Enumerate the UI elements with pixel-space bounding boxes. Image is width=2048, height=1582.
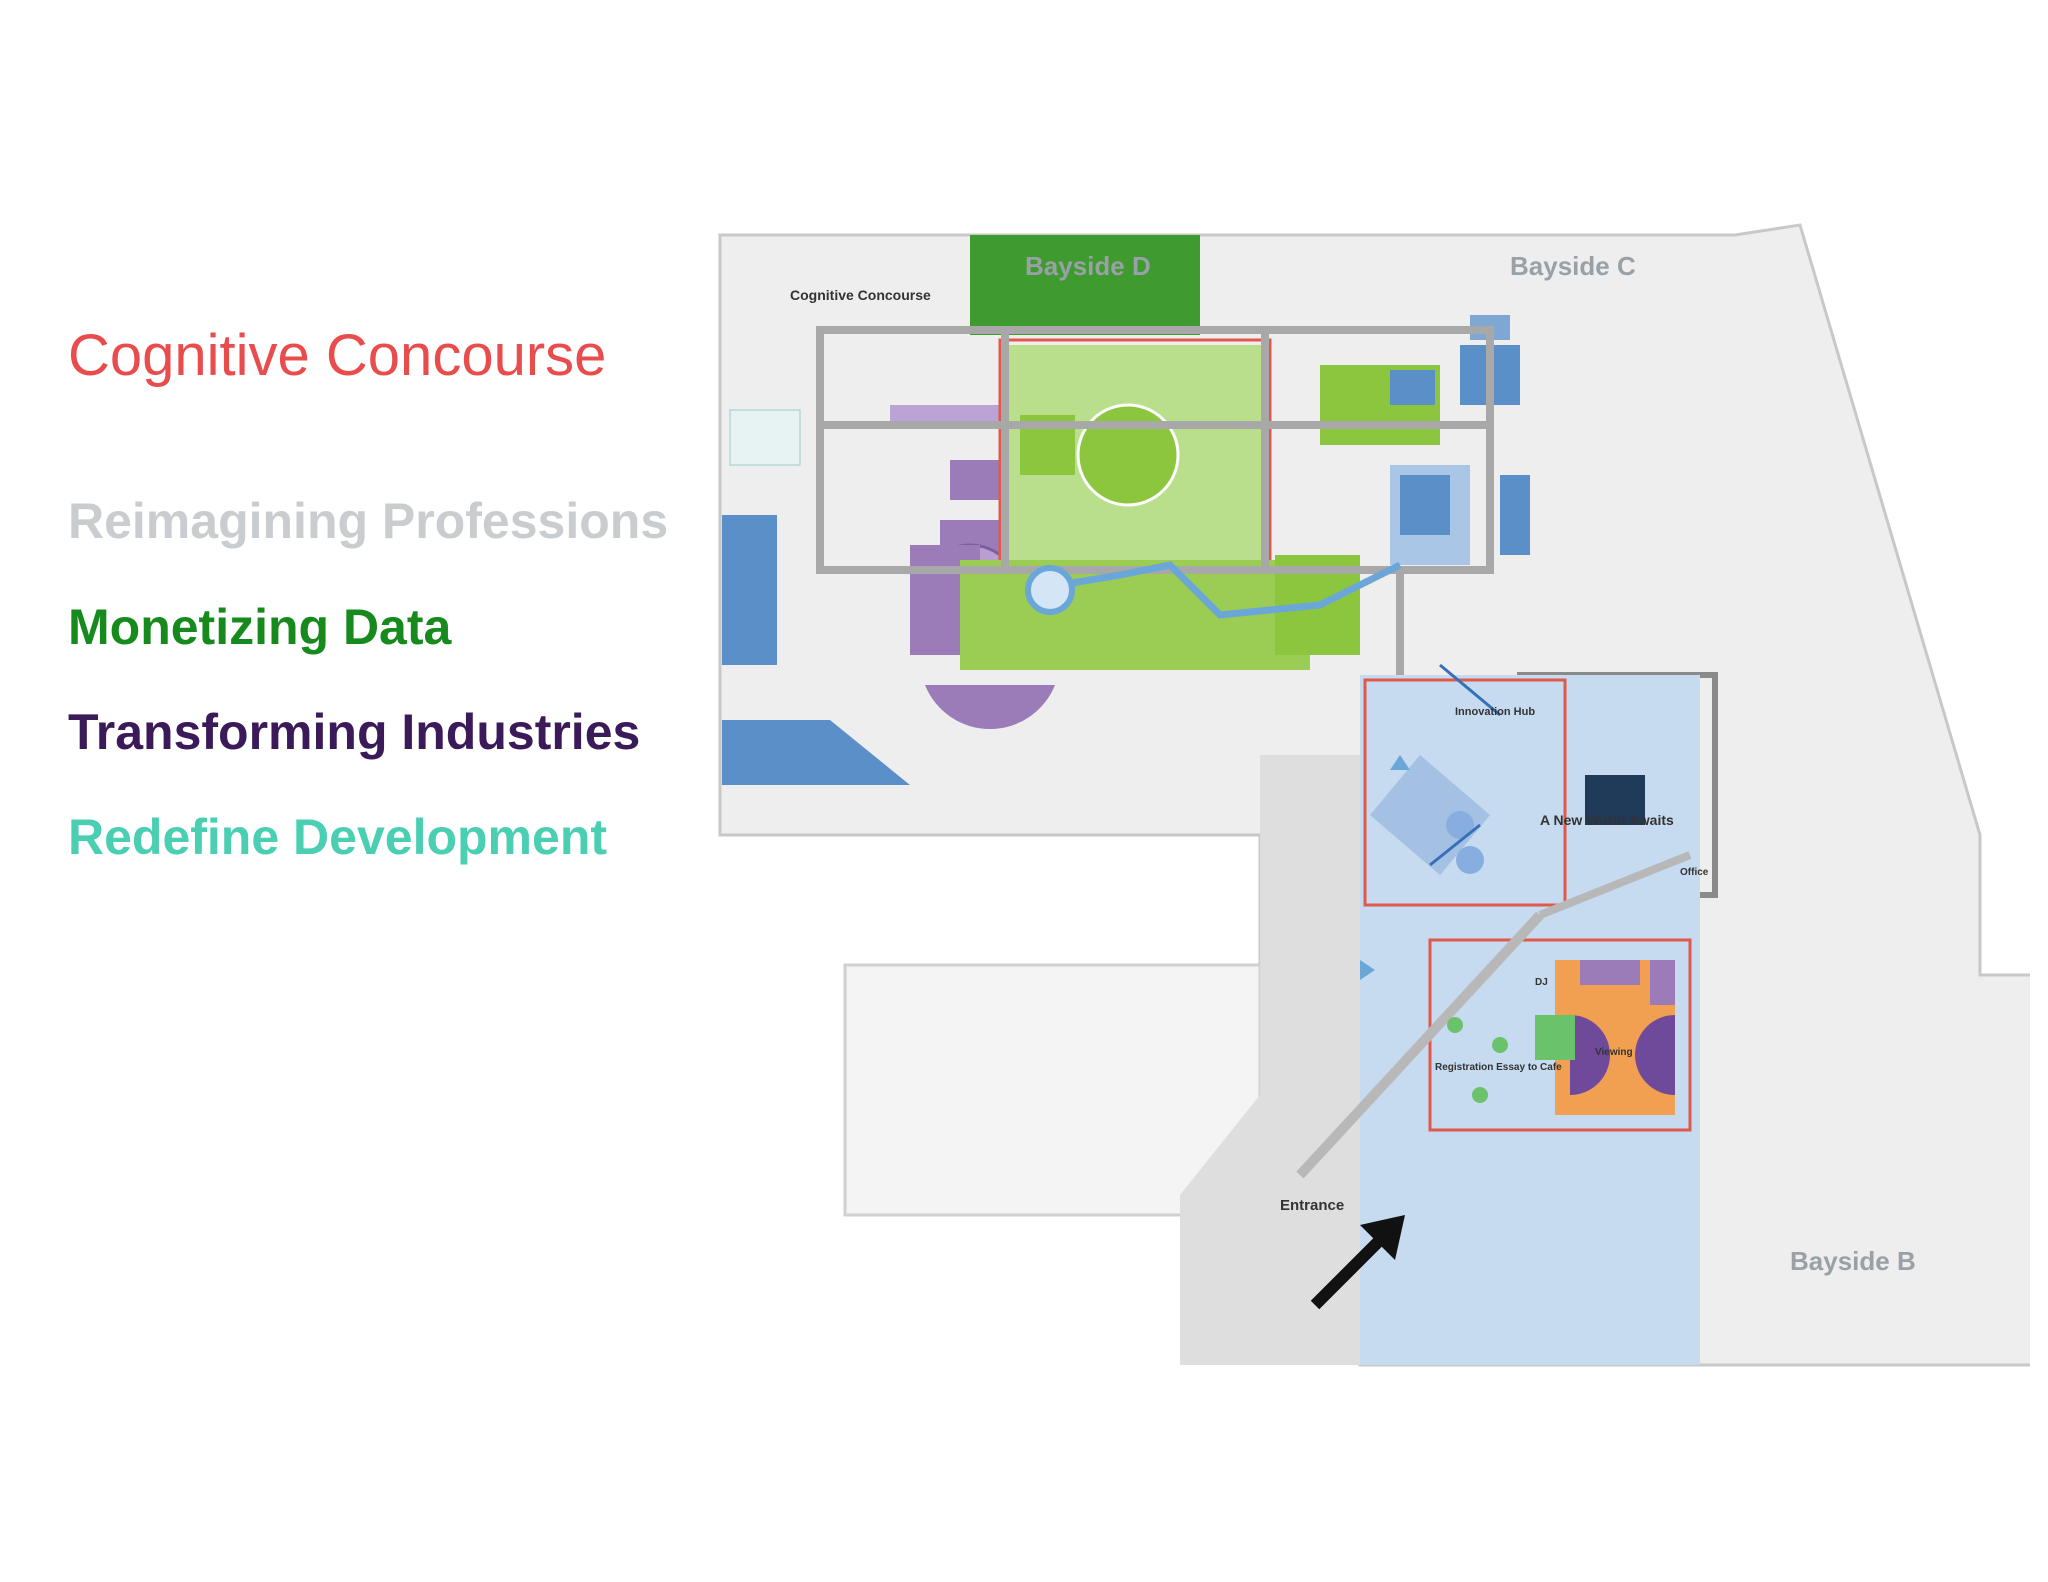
label-bayside-d: Bayside D bbox=[1025, 251, 1151, 281]
label-bayside-c: Bayside C bbox=[1510, 251, 1636, 281]
viewing-zone bbox=[1296, 851, 1692, 1179]
label-dj: DJ bbox=[1535, 977, 1548, 988]
legend-item-reimagining-professions: Reimagining Professions bbox=[68, 493, 669, 549]
label-office: Office bbox=[1680, 867, 1709, 878]
label-innovation-hub: Innovation Hub bbox=[1455, 706, 1535, 718]
round-booth-blue bbox=[1025, 565, 1075, 615]
direction-arrow-icon bbox=[1360, 755, 1410, 980]
label-registration: Registration Essay to Cafe bbox=[1435, 1062, 1562, 1073]
label-entrance: Entrance bbox=[1280, 1197, 1344, 1214]
label-cognitive-concourse: Cognitive Concourse bbox=[790, 287, 931, 303]
legend-item-transforming-industries: Transforming Industries bbox=[68, 704, 641, 760]
label-viewing: Viewing bbox=[1595, 1047, 1633, 1058]
floor-plan-map: Bayside D Bayside C Bayside B Cognitive … bbox=[718, 223, 2030, 1367]
legend-item-monetizing-data: Monetizing Data bbox=[68, 599, 452, 655]
legend-item-redefine-development: Redefine Development bbox=[68, 809, 608, 865]
label-new-world: A New World Awaits bbox=[1540, 812, 1674, 828]
entrance-arrow-icon bbox=[1310, 1215, 1405, 1310]
label-bayside-b: Bayside B bbox=[1790, 1246, 1916, 1276]
legend-title: Cognitive Concourse bbox=[68, 323, 607, 388]
blue-walkway bbox=[1059, 561, 1402, 619]
entrance-corridor bbox=[1180, 755, 1360, 1365]
